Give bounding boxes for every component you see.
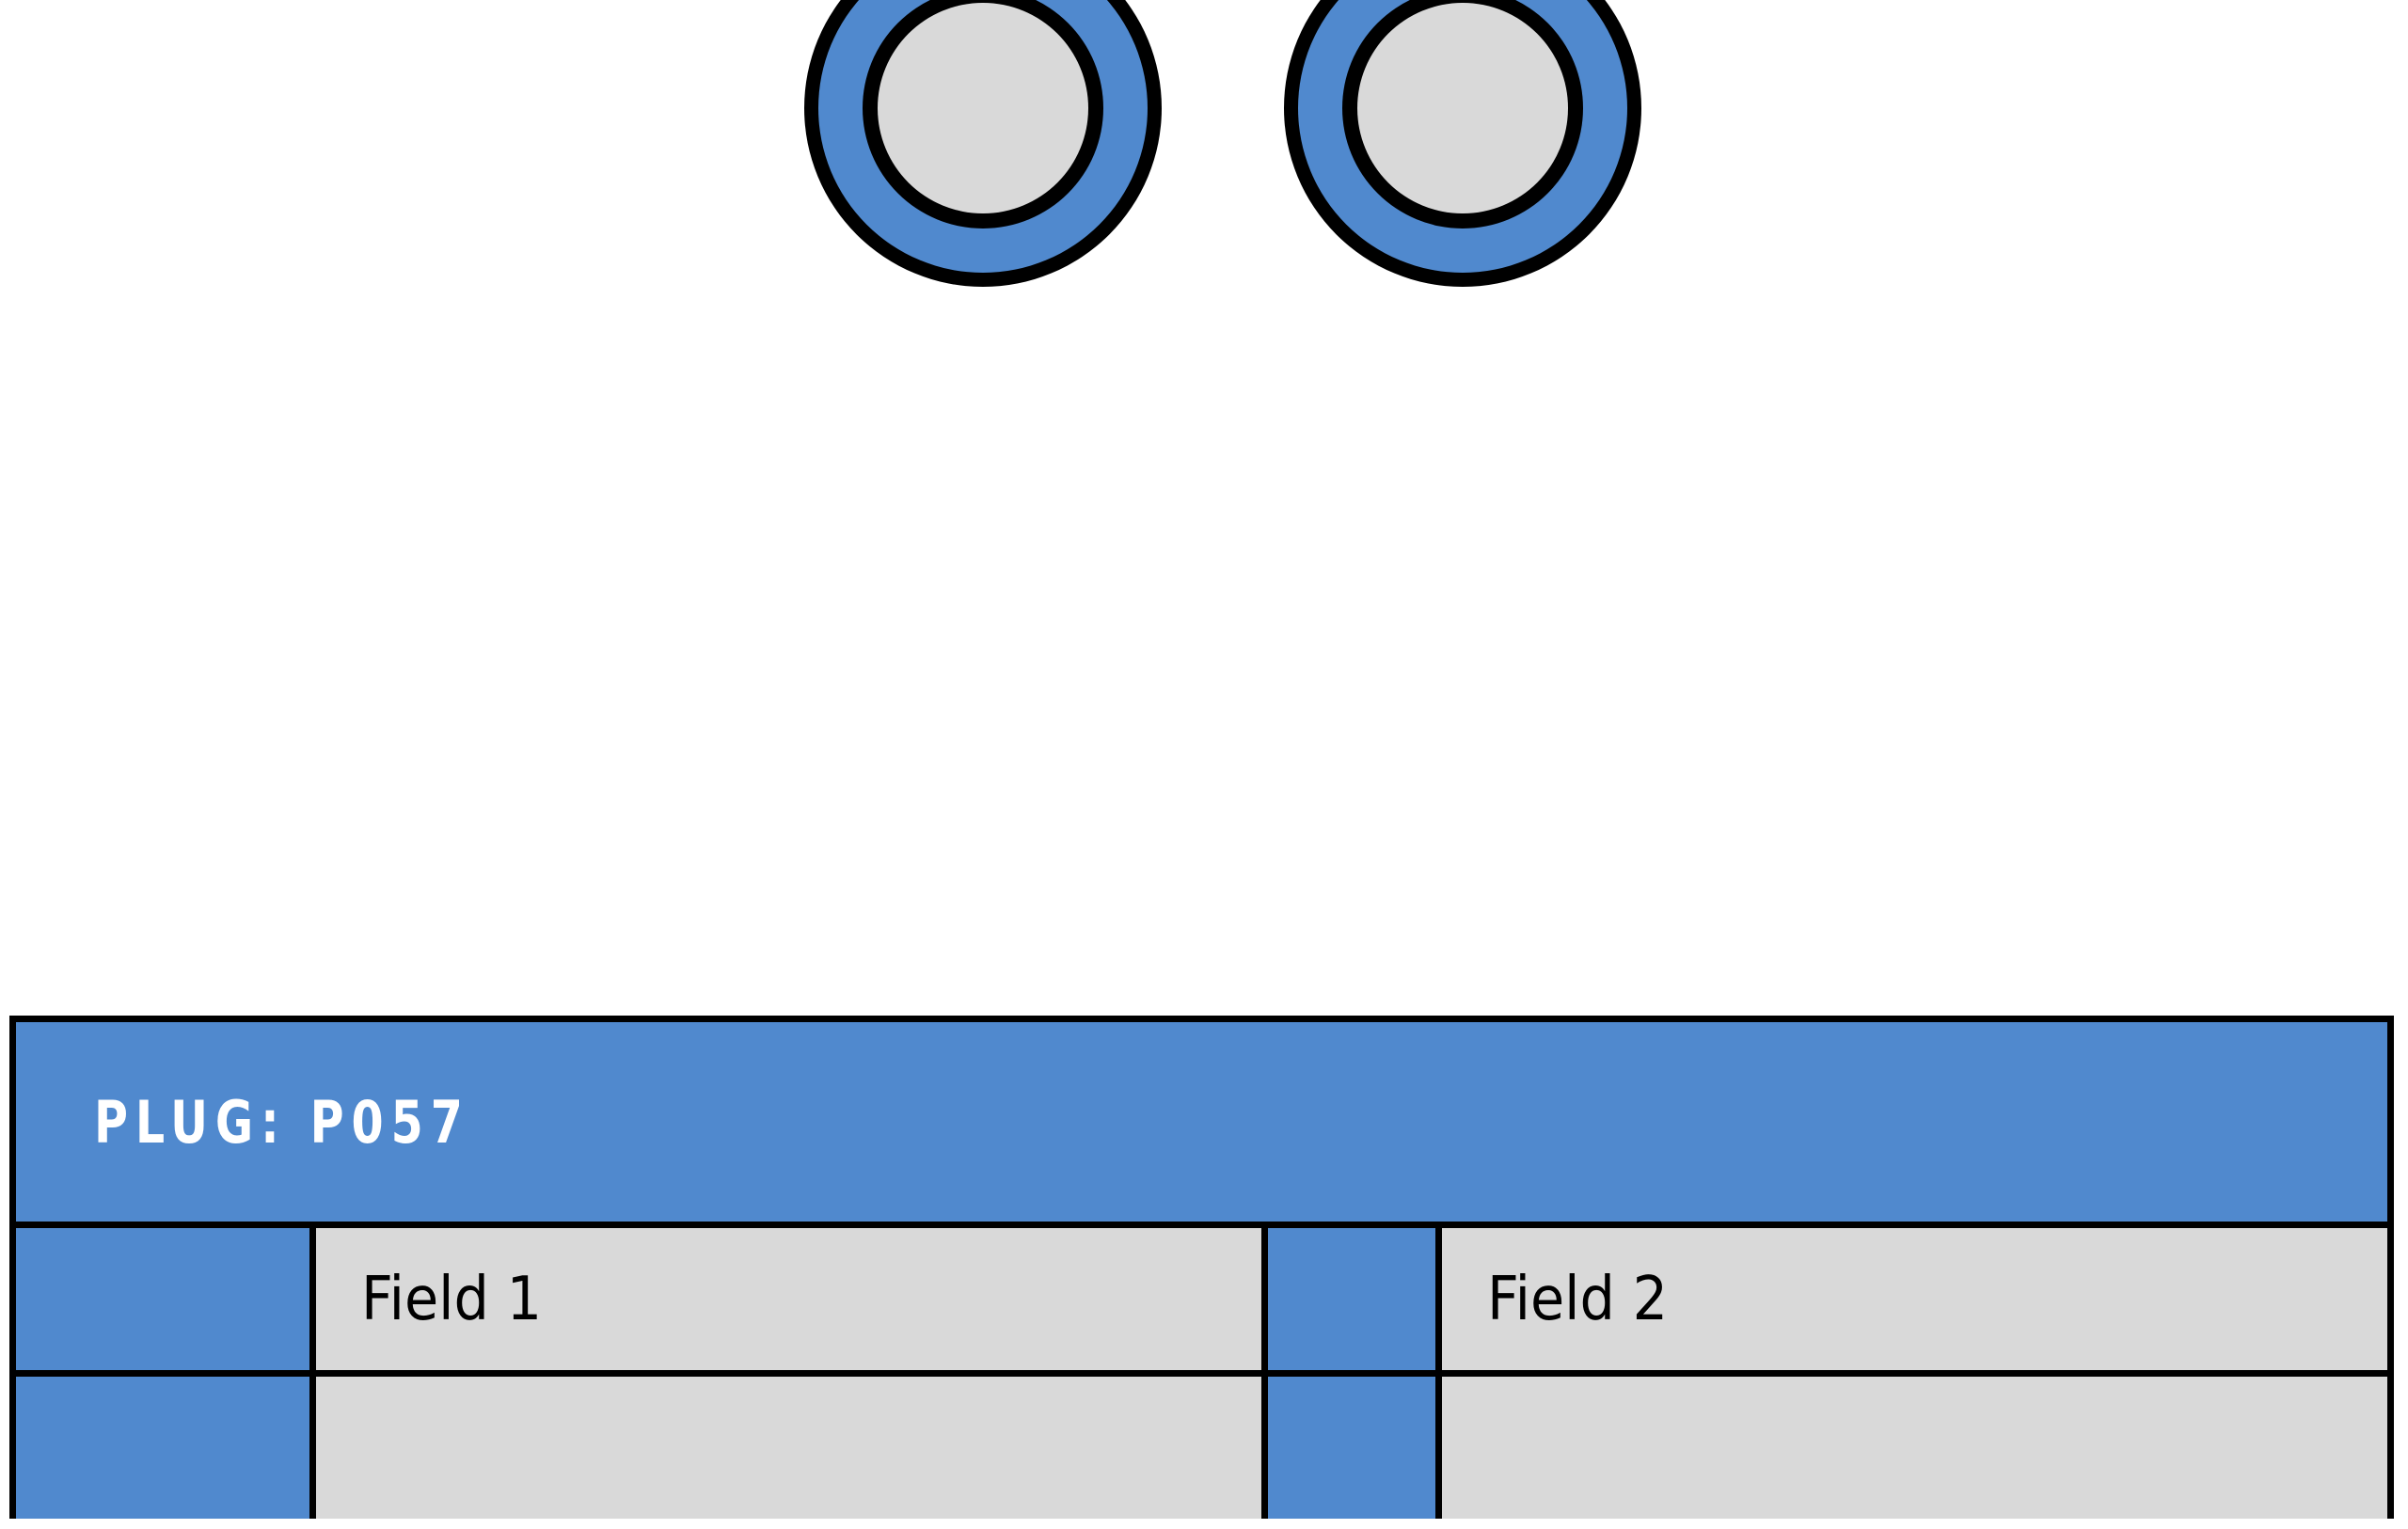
plug-title: PLUG: P057 bbox=[94, 1087, 470, 1157]
row-2-tag-cell-2[interactable] bbox=[1261, 1377, 1435, 1519]
connector-ring-group bbox=[0, 0, 2408, 395]
row-2-tag-cell-1[interactable] bbox=[16, 1377, 309, 1519]
row-2-field-cell-1[interactable] bbox=[309, 1377, 1261, 1519]
table-row bbox=[16, 1370, 2387, 1519]
row-1-field-label-1: Field 1 bbox=[361, 1264, 543, 1334]
row-1-field-label-2: Field 2 bbox=[1487, 1264, 1669, 1334]
connector-ring-right-core bbox=[1357, 3, 1568, 213]
table-row: Field 1 Field 2 bbox=[16, 1222, 2387, 1370]
connector-ring-left[interactable] bbox=[804, 0, 1162, 287]
connector-ring-left-core bbox=[878, 3, 1088, 213]
plug-table-header: PLUG: P057 bbox=[16, 1022, 2387, 1222]
row-1-tag-cell-2[interactable] bbox=[1261, 1228, 1435, 1370]
row-1-field-cell-1[interactable]: Field 1 bbox=[309, 1228, 1261, 1370]
row-1-tag-cell-1[interactable] bbox=[16, 1228, 309, 1370]
row-1-field-cell-2[interactable]: Field 2 bbox=[1435, 1228, 2387, 1370]
connector-ring-right[interactable] bbox=[1284, 0, 1641, 287]
row-2-field-cell-2[interactable] bbox=[1435, 1377, 2387, 1519]
plug-table: PLUG: P057 Field 1 Field 2 bbox=[9, 1016, 2394, 1519]
